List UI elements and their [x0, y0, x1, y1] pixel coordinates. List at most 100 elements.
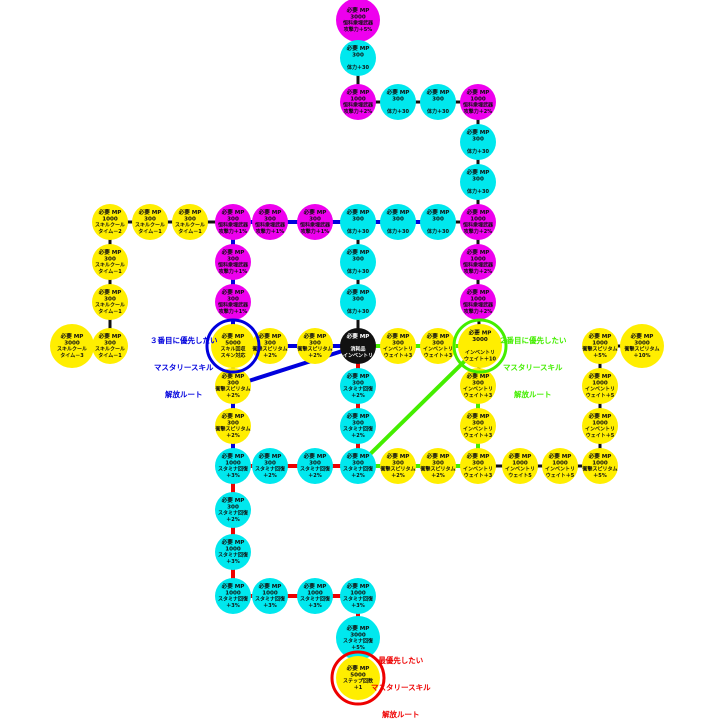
skill-node-text: 恒科衆埋武器: [343, 102, 374, 109]
skill-node-text: 衝撃スピリタム: [419, 466, 455, 473]
skill-node-text: 300: [104, 296, 116, 302]
annotation-line: ３番目に優先したい: [150, 336, 218, 345]
skill-node-text: 300: [432, 460, 444, 466]
skill-node-text: 必要 MP: [346, 452, 370, 460]
skill-node-text: 300: [432, 216, 444, 222]
annotation-line: ２番目に優先したい: [499, 336, 567, 345]
skill-node-text: 恒科衆埋武器: [255, 222, 286, 229]
skill-node-circle: [458, 324, 502, 368]
skill-node-text: 300: [392, 216, 404, 222]
skill-node-circle: [340, 368, 376, 404]
skill-node-text: 必要 MP: [221, 332, 245, 340]
skill-node-circle: [215, 408, 251, 444]
skill-node-text: 300: [352, 52, 364, 58]
skill-node-text: 300: [309, 460, 321, 466]
skill-node-text: 1000: [592, 380, 608, 386]
skill-node-text: ＋2%: [351, 393, 365, 399]
skill-node-text: 3000: [634, 340, 650, 346]
skill-node-text: ウェイト＋5: [586, 392, 615, 399]
skill-node-text: スキン対応: [221, 352, 246, 359]
skill-node-text: ＋5%: [593, 473, 607, 479]
skill-node-circle: [297, 328, 333, 364]
skill-node-text: ＋2%: [263, 473, 277, 479]
skill-node-text: ＋2%: [226, 433, 240, 439]
skill-node-text: 体力＋30: [347, 308, 369, 315]
skill-node-circle: [460, 368, 496, 404]
skill-node-circle: [380, 84, 416, 120]
skill-node-text: 必要 MP: [466, 248, 490, 256]
skill-node-text: 300: [472, 136, 484, 142]
skill-node-text: 必要 MP: [466, 412, 490, 420]
skill-node-text: 必要 MP: [466, 208, 490, 216]
skill-node-circle: [340, 328, 376, 364]
skill-node-text: 必要 MP: [386, 332, 410, 340]
skill-node-circle: [340, 284, 376, 320]
skill-node-text: 300: [352, 256, 364, 262]
skill-node-text: 必要 MP: [466, 168, 490, 176]
